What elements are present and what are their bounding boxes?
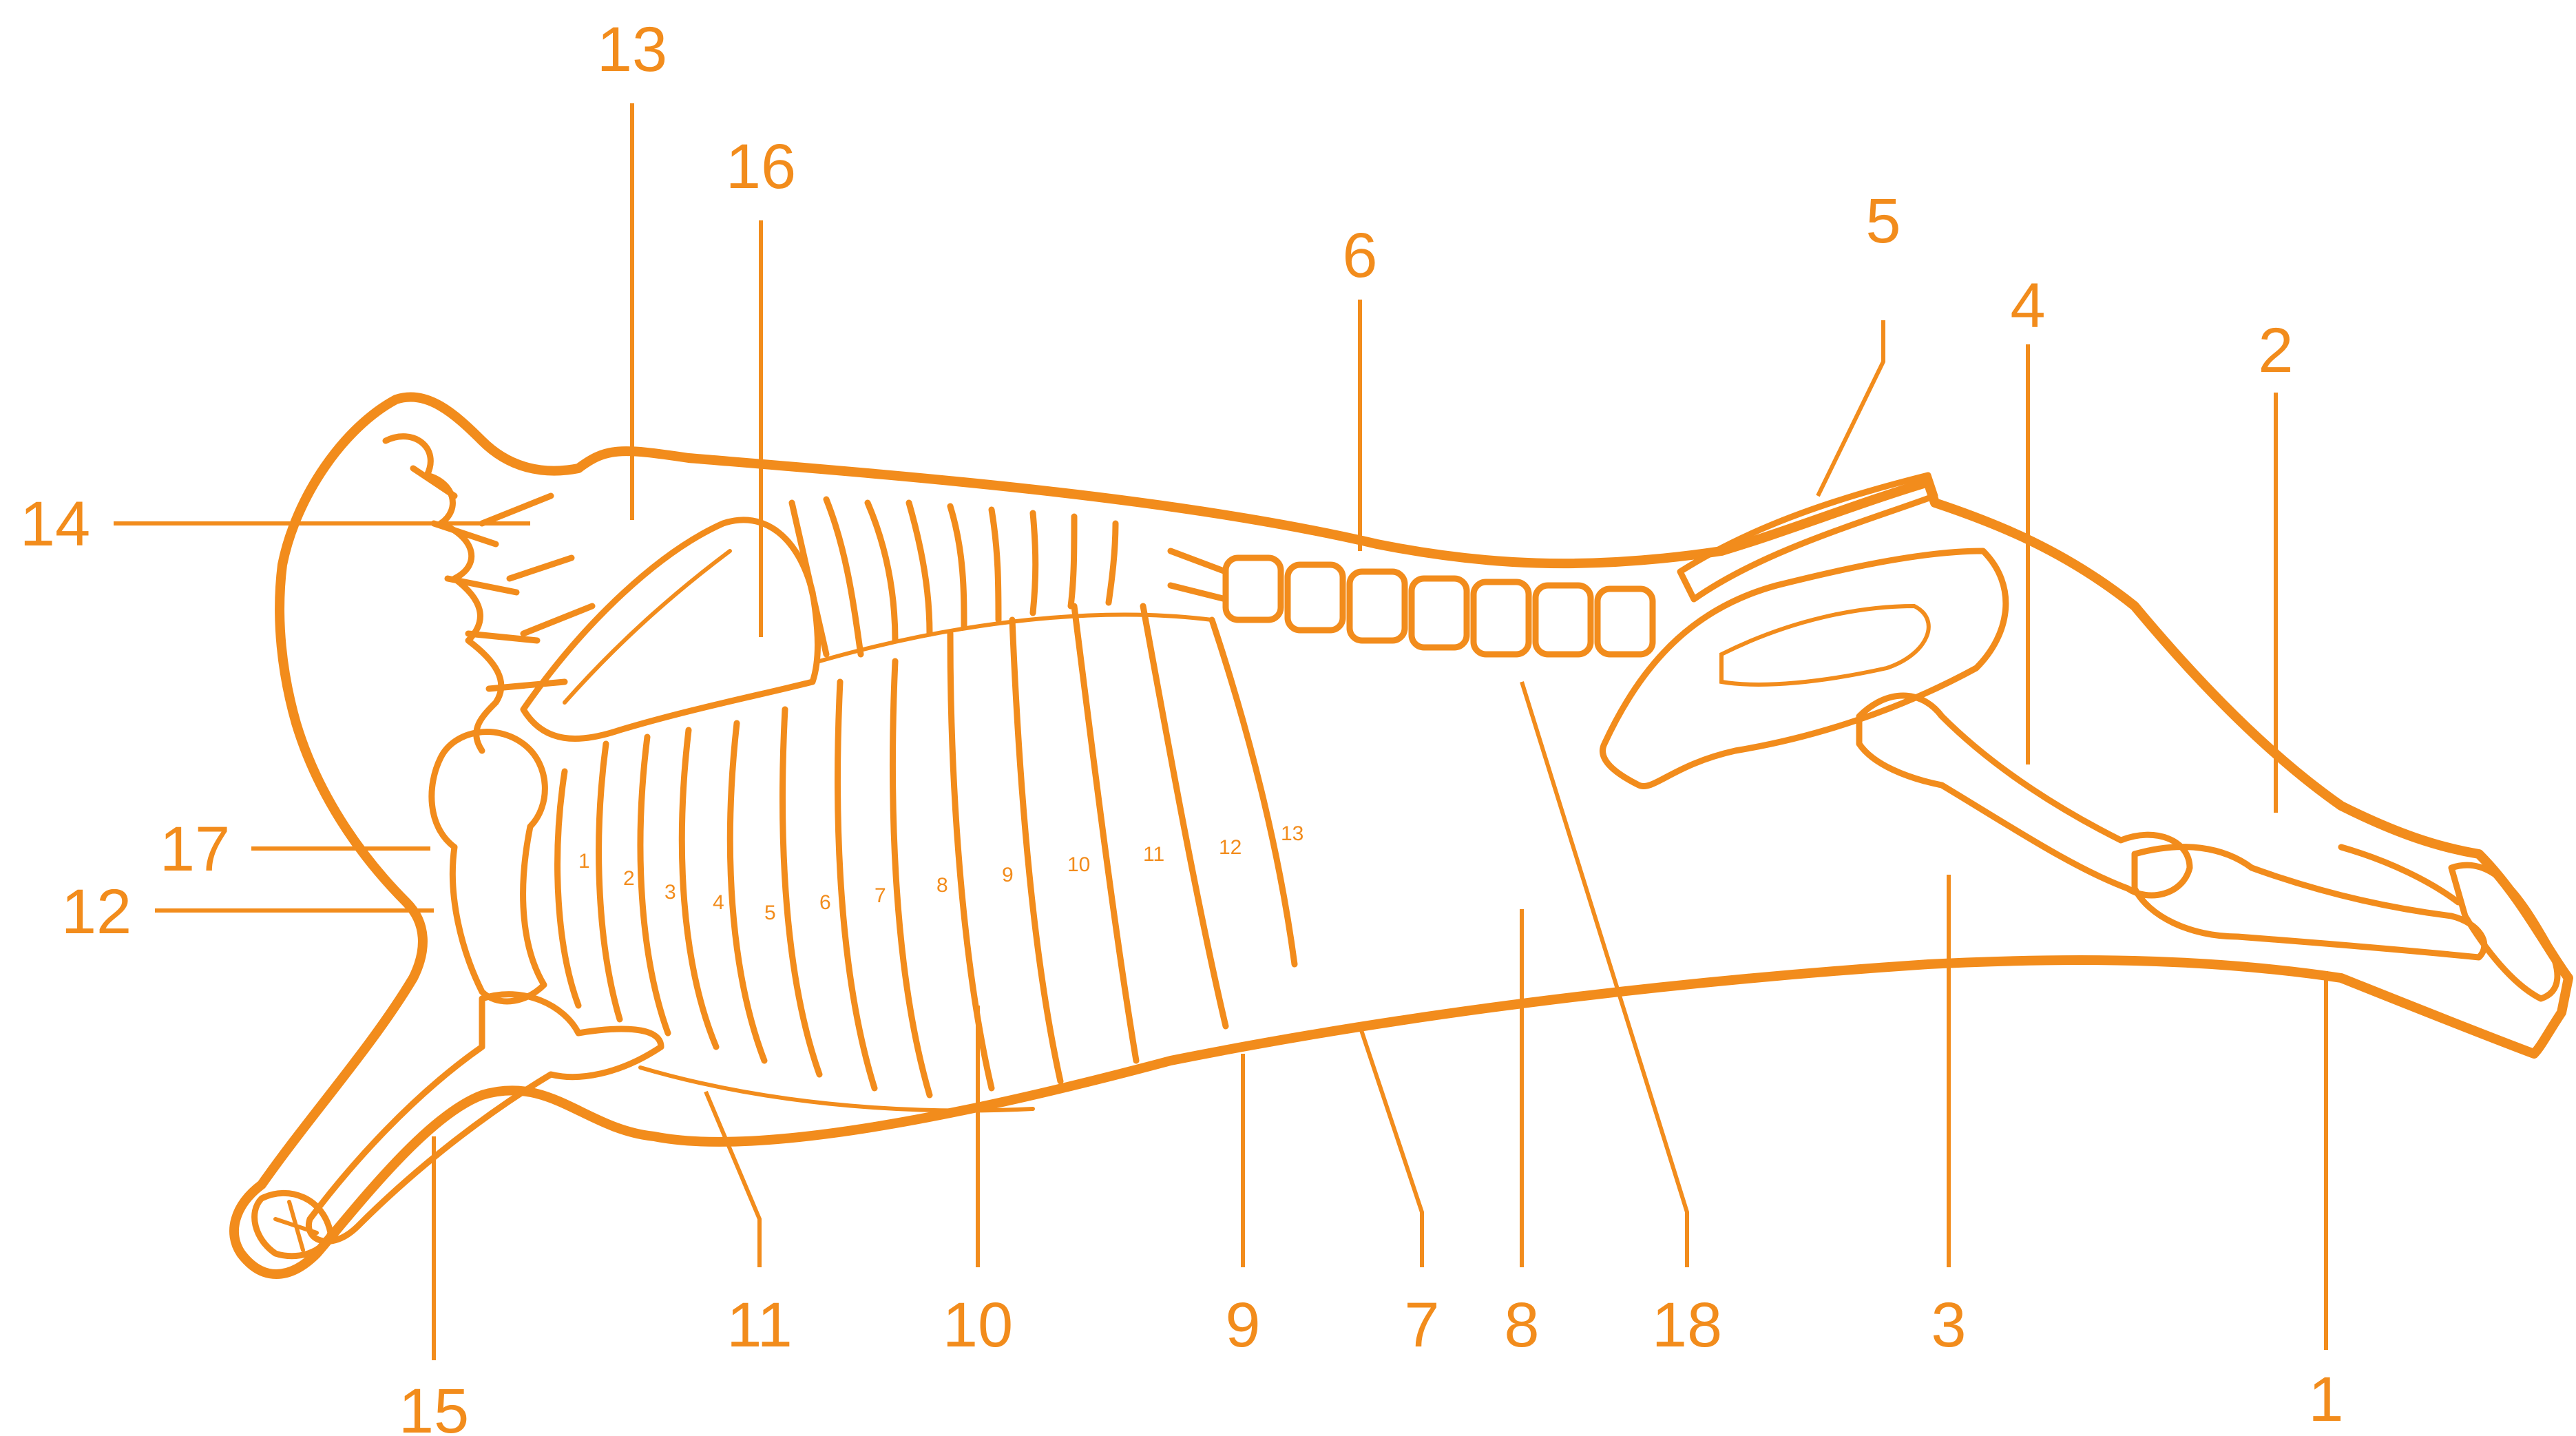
label-2: 2	[2258, 315, 2293, 386]
label-6: 6	[1342, 220, 1377, 291]
label-11: 11	[726, 1290, 793, 1360]
rib-number: 9	[1002, 864, 1014, 886]
leader-lines	[114, 103, 2326, 1360]
carcass-outline	[234, 397, 2568, 1274]
rib-number: 10	[1067, 853, 1090, 876]
label-18: 18	[1652, 1290, 1722, 1360]
label-5: 5	[1865, 186, 1900, 256]
rib-number: 13	[1281, 822, 1303, 845]
femur	[1859, 696, 2190, 895]
rib-number: 7	[875, 884, 886, 907]
hoof-hind	[2451, 865, 2557, 999]
label-7: 7	[1404, 1290, 1439, 1360]
rib-number: 1	[578, 850, 590, 873]
label-15: 15	[399, 1376, 469, 1436]
rib-number: 11	[1143, 843, 1164, 866]
rib-number: 8	[936, 874, 948, 897]
leader-line-18	[1522, 682, 1687, 1267]
label-8: 8	[1504, 1290, 1539, 1360]
label-17: 17	[160, 814, 230, 884]
rib-number: 4	[713, 891, 724, 914]
label-10: 10	[943, 1290, 1013, 1360]
pelvis	[1602, 551, 2005, 787]
label-13: 13	[597, 14, 667, 85]
humerus	[432, 732, 545, 1001]
rib-number: 6	[819, 891, 831, 914]
ribcage	[558, 606, 1295, 1111]
label-14: 14	[20, 489, 90, 559]
neck-vertebrae	[386, 437, 592, 751]
label-3: 3	[1931, 1290, 1966, 1360]
label-12: 12	[61, 877, 132, 947]
leader-line-5	[1818, 320, 1883, 496]
rib-number: 12	[1219, 836, 1242, 859]
leader-line-11	[706, 1092, 760, 1267]
label-4: 4	[2010, 271, 2045, 341]
scapula	[523, 520, 818, 739]
part-labels: 1 2 3 4 5 6 7 8 9 10 11 12 13 14 15 16 1…	[20, 14, 2344, 1436]
rib-number: 3	[664, 881, 676, 904]
label-9: 9	[1225, 1290, 1260, 1360]
leader-line-7	[1360, 1026, 1422, 1267]
label-1: 1	[2308, 1364, 2343, 1435]
rib-number: 2	[623, 867, 635, 890]
label-16: 16	[726, 132, 796, 202]
rib-number: 5	[764, 902, 776, 924]
